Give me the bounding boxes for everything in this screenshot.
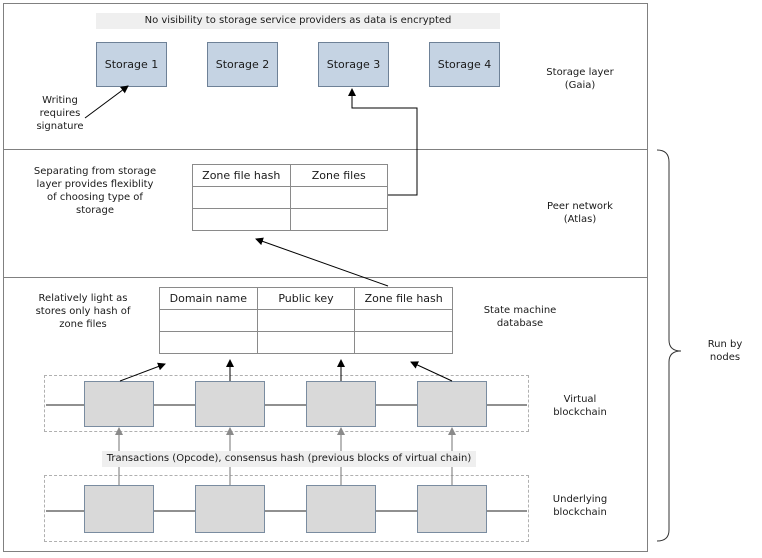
underlying-block-1 <box>84 485 154 533</box>
storage-layer-label-line1: Storage layer <box>546 67 614 78</box>
table-cell <box>256 331 356 354</box>
virtual-chain-label-line2: blockchain <box>553 407 607 418</box>
peer-network-label: Peer network (Atlas) <box>530 200 630 226</box>
table-header-row: Zone file hash Zone files <box>192 164 388 187</box>
table-cell <box>354 331 453 354</box>
underlying-chain-label-line1: Underlying <box>552 494 608 505</box>
state-machine-note: Relatively light as stores only hash of … <box>18 292 148 331</box>
state-machine-label-line1: State machine <box>483 305 557 316</box>
storage-node-1: Storage 1 <box>96 42 167 87</box>
table-cell <box>159 331 258 354</box>
table-row <box>192 186 388 209</box>
peer-network-note: Separating from storage layer provides f… <box>20 165 170 217</box>
storage-node-2: Storage 2 <box>207 42 278 87</box>
table-row <box>159 331 453 354</box>
note-line: zone files <box>59 319 107 330</box>
storage-layer-label: Storage layer (Gaia) <box>530 66 630 92</box>
table-cell <box>289 208 388 231</box>
table-header-row: Domain name Public key Zone file hash <box>159 287 453 310</box>
virtual-block-1 <box>84 381 154 427</box>
note-line: of choosing type of <box>47 192 143 203</box>
storage-node-4: Storage 4 <box>429 42 500 87</box>
state-machine-table: Domain name Public key Zone file hash <box>159 287 453 354</box>
column-header: Zone file hash <box>354 287 453 310</box>
peer-network-label-line1: Peer network <box>547 201 613 212</box>
table-cell <box>289 186 388 209</box>
note-line: Separating from storage <box>33 166 157 177</box>
storage-node-3: Storage 3 <box>318 42 389 87</box>
note-line: storage <box>76 205 114 216</box>
state-machine-label: State machine database <box>470 304 570 330</box>
column-header: Public key <box>256 287 356 310</box>
peer-network-label-line2: (Atlas) <box>563 214 597 225</box>
run-by-nodes-brace <box>656 149 682 542</box>
encryption-banner: No visibility to storage service provide… <box>96 13 500 29</box>
virtual-block-3 <box>306 381 376 427</box>
column-header: Zone file hash <box>192 164 291 187</box>
note-line: Relatively light as <box>38 293 128 304</box>
run-by-nodes-label: Run by nodes <box>690 338 760 364</box>
underlying-block-2 <box>195 485 265 533</box>
table-cell <box>192 208 291 231</box>
virtual-chain-frame <box>44 375 529 432</box>
table-row <box>192 208 388 231</box>
underlying-chain-frame <box>44 475 529 542</box>
note-line: Writing <box>42 95 78 106</box>
note-line: requires <box>39 108 81 119</box>
underlying-block-4 <box>417 485 487 533</box>
state-machine-label-line2: database <box>496 318 544 329</box>
table-cell <box>354 309 453 332</box>
column-header: Domain name <box>159 287 258 310</box>
column-header: Zone files <box>289 164 388 187</box>
table-cell <box>192 186 291 209</box>
storage-layer-label-line2: (Gaia) <box>564 80 596 91</box>
run-by-nodes-line2: nodes <box>709 352 741 363</box>
note-line: layer provides flexiblity <box>36 179 154 190</box>
table-cell <box>159 309 258 332</box>
virtual-block-4 <box>417 381 487 427</box>
note-line: stores only hash of <box>35 306 131 317</box>
run-by-nodes-line1: Run by <box>707 339 743 350</box>
peer-network-table: Zone file hash Zone files <box>192 164 388 231</box>
underlying-block-3 <box>306 485 376 533</box>
writing-signature-note: Writing requires signature <box>20 94 100 133</box>
underlying-chain-label-line2: blockchain <box>553 507 607 518</box>
table-cell <box>256 309 356 332</box>
virtual-chain-label: Virtual blockchain <box>530 393 630 419</box>
note-line: signature <box>36 121 84 132</box>
underlying-chain-label: Underlying blockchain <box>530 493 630 519</box>
virtual-block-2 <box>195 381 265 427</box>
virtual-chain-label-line1: Virtual <box>563 394 597 405</box>
table-row <box>159 309 453 332</box>
transactions-banner: Transactions (Opcode), consensus hash (p… <box>102 451 476 467</box>
